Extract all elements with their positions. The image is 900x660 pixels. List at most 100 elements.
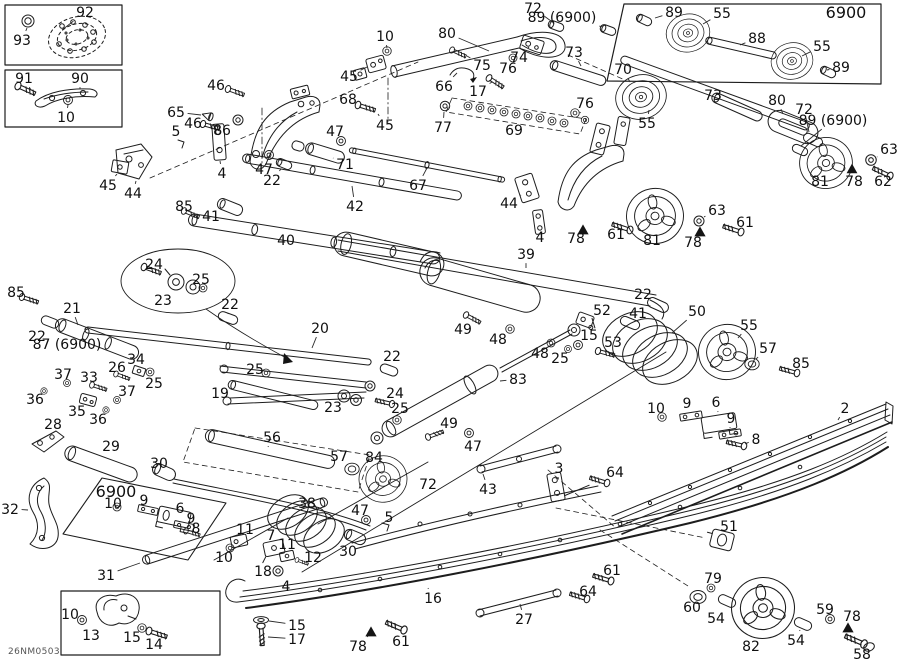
part-label-51: 51 <box>720 519 738 535</box>
part-label-61: 61 <box>603 563 621 579</box>
part-label-4: 4 <box>282 579 291 595</box>
part-label-78: 78 <box>845 174 863 190</box>
part-label-6: 6 <box>176 501 185 517</box>
part-label-45: 45 <box>99 178 117 194</box>
part-label-63: 63 <box>880 142 898 158</box>
track-hole-pattern <box>56 19 97 54</box>
leader-line-4 <box>219 160 221 164</box>
leader-line-73 <box>578 60 582 67</box>
leader-line-63 <box>703 215 706 218</box>
part-label-72: 72 <box>795 102 813 118</box>
part-label-54: 54 <box>787 633 805 649</box>
part-label-52: 52 <box>593 303 611 319</box>
part-label-64: 64 <box>606 465 624 481</box>
part-label-72: 72 <box>524 1 542 17</box>
part-label-47: 47 <box>255 162 273 178</box>
part-label-17: 17 <box>469 84 487 100</box>
part-label-49: 49 <box>440 416 458 432</box>
part-label-46: 46 <box>207 78 225 94</box>
leader-line-70 <box>627 77 631 83</box>
part-label-896900: 89 (6900) <box>799 113 868 129</box>
part-label-11: 11 <box>278 537 296 553</box>
part-label-10: 10 <box>104 496 122 512</box>
upper-rail-links <box>424 297 669 474</box>
part-label-82: 82 <box>742 639 760 655</box>
leader-line-17 <box>489 81 493 84</box>
part-label-23: 23 <box>154 293 172 309</box>
part-label-10: 10 <box>376 29 394 45</box>
part-label-25: 25 <box>551 351 569 367</box>
part-label-23: 23 <box>324 400 342 416</box>
part-label-10: 10 <box>57 110 75 126</box>
upper-pivot-arm-assembly <box>149 20 626 179</box>
part-label-14: 14 <box>145 637 163 653</box>
part-label-21: 21 <box>63 301 81 317</box>
leader-line-27 <box>519 603 523 611</box>
part-label-15: 15 <box>580 328 598 344</box>
leader-line-50 <box>671 319 687 334</box>
part-label-37: 37 <box>54 367 72 383</box>
leader-line-42 <box>351 185 355 197</box>
leader-line-89 <box>826 69 830 71</box>
leader-line-45 <box>377 113 380 117</box>
part-label-44: 44 <box>500 196 518 212</box>
part-label-64: 64 <box>579 584 597 600</box>
leader-line-72 <box>544 16 552 22</box>
leader-line-17 <box>267 636 286 639</box>
part-label-58: 58 <box>853 647 871 660</box>
part-label-86: 86 <box>213 123 231 139</box>
part-label-81: 81 <box>811 174 829 190</box>
part-label-2: 2 <box>841 401 850 417</box>
part-label-26: 26 <box>108 360 126 376</box>
part-label-38: 38 <box>298 496 316 512</box>
part-label-46: 46 <box>184 116 202 132</box>
leader-line-10 <box>386 45 388 49</box>
rail-right <box>351 401 894 637</box>
leader-line-896900 <box>599 25 604 28</box>
shock-absorber <box>370 323 581 445</box>
leader-line-65 <box>187 112 202 116</box>
leader-line-10 <box>67 104 69 108</box>
part-label-37: 37 <box>118 384 136 400</box>
detail-circle-inset <box>120 248 236 314</box>
part-label-80: 80 <box>438 26 456 42</box>
leader-line-74 <box>527 46 530 49</box>
part-label-80: 80 <box>768 93 786 109</box>
part-label-83: 83 <box>509 372 527 388</box>
leader-line-45 <box>360 66 368 71</box>
leader-line-75 <box>466 55 471 59</box>
leader-line-66 <box>452 72 458 78</box>
leader-line-91 <box>28 86 32 91</box>
leader-line-80 <box>458 37 490 52</box>
leader-line-21 <box>74 316 79 326</box>
leader-line-43 <box>482 473 486 481</box>
part-label-43: 43 <box>479 482 497 498</box>
part-label-20: 20 <box>311 321 329 337</box>
leader-line-44 <box>134 180 137 185</box>
part-label-15: 15 <box>123 630 141 646</box>
part-label-25: 25 <box>145 376 163 392</box>
part-label-22: 22 <box>383 349 401 365</box>
part-label-61: 61 <box>607 227 625 243</box>
leader-line-93 <box>25 27 28 32</box>
part-label-85: 85 <box>7 285 25 301</box>
part-label-42: 42 <box>346 199 364 215</box>
part-label-70: 70 <box>614 62 632 78</box>
part-label-4: 4 <box>218 166 227 182</box>
part-label-9: 9 <box>727 411 736 427</box>
part-label-57: 57 <box>330 449 348 465</box>
part-label-25: 25 <box>246 362 264 378</box>
part-label-85: 85 <box>792 356 810 372</box>
part-label-92: 92 <box>76 5 94 21</box>
part-label-6900: 6900 <box>96 482 137 501</box>
part-label-78: 78 <box>349 639 367 655</box>
part-label-6900: 6900 <box>826 3 867 22</box>
part-label-12: 12 <box>304 550 322 566</box>
part-label-62: 62 <box>874 174 892 190</box>
part-label-17: 17 <box>288 632 306 648</box>
leader-line-55 <box>737 333 742 339</box>
part-label-41: 41 <box>202 209 220 225</box>
part-label-74: 74 <box>510 50 528 66</box>
part-label-9: 9 <box>187 511 196 527</box>
part-label-71: 71 <box>336 157 354 173</box>
